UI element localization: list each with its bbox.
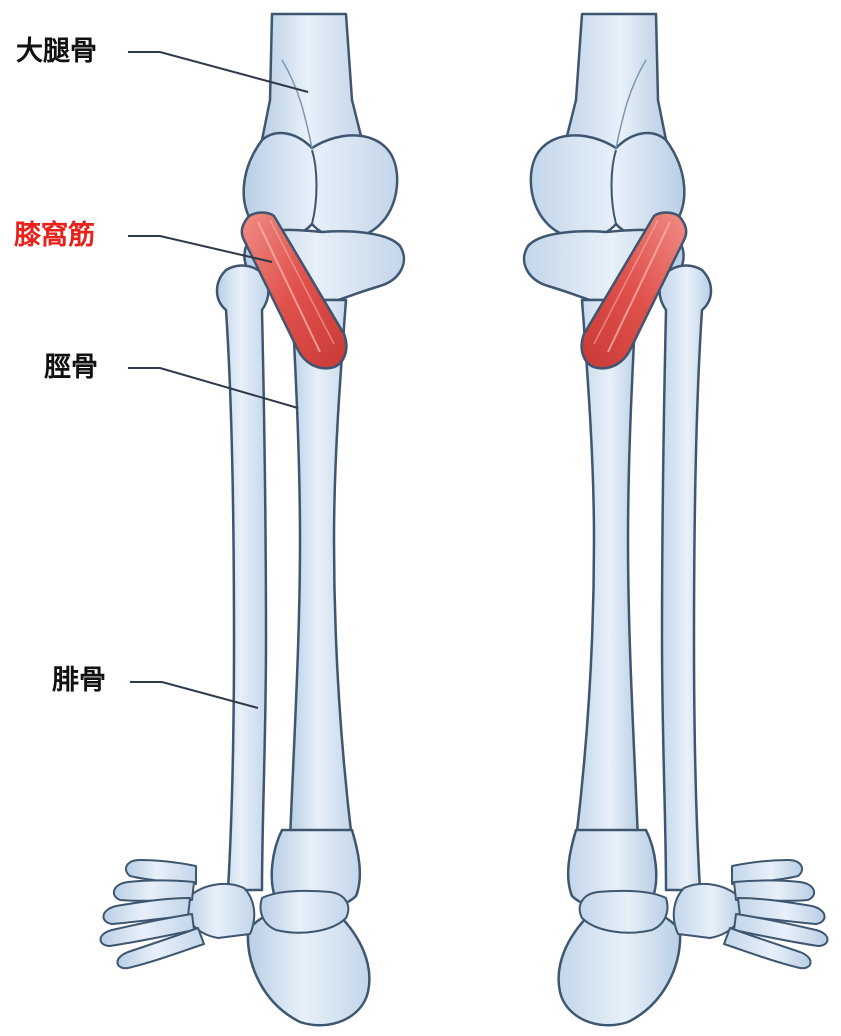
- left-leg-skeleton: [101, 14, 404, 1025]
- popliteus-label: 膝窩筋: [14, 220, 95, 252]
- fibula-label: 腓骨: [52, 665, 106, 697]
- tibia-label: 脛骨: [44, 352, 98, 384]
- right-leg-skeleton: [524, 14, 827, 1025]
- tibia-leader-line: [128, 368, 298, 408]
- femur-label: 大腿骨: [16, 36, 97, 68]
